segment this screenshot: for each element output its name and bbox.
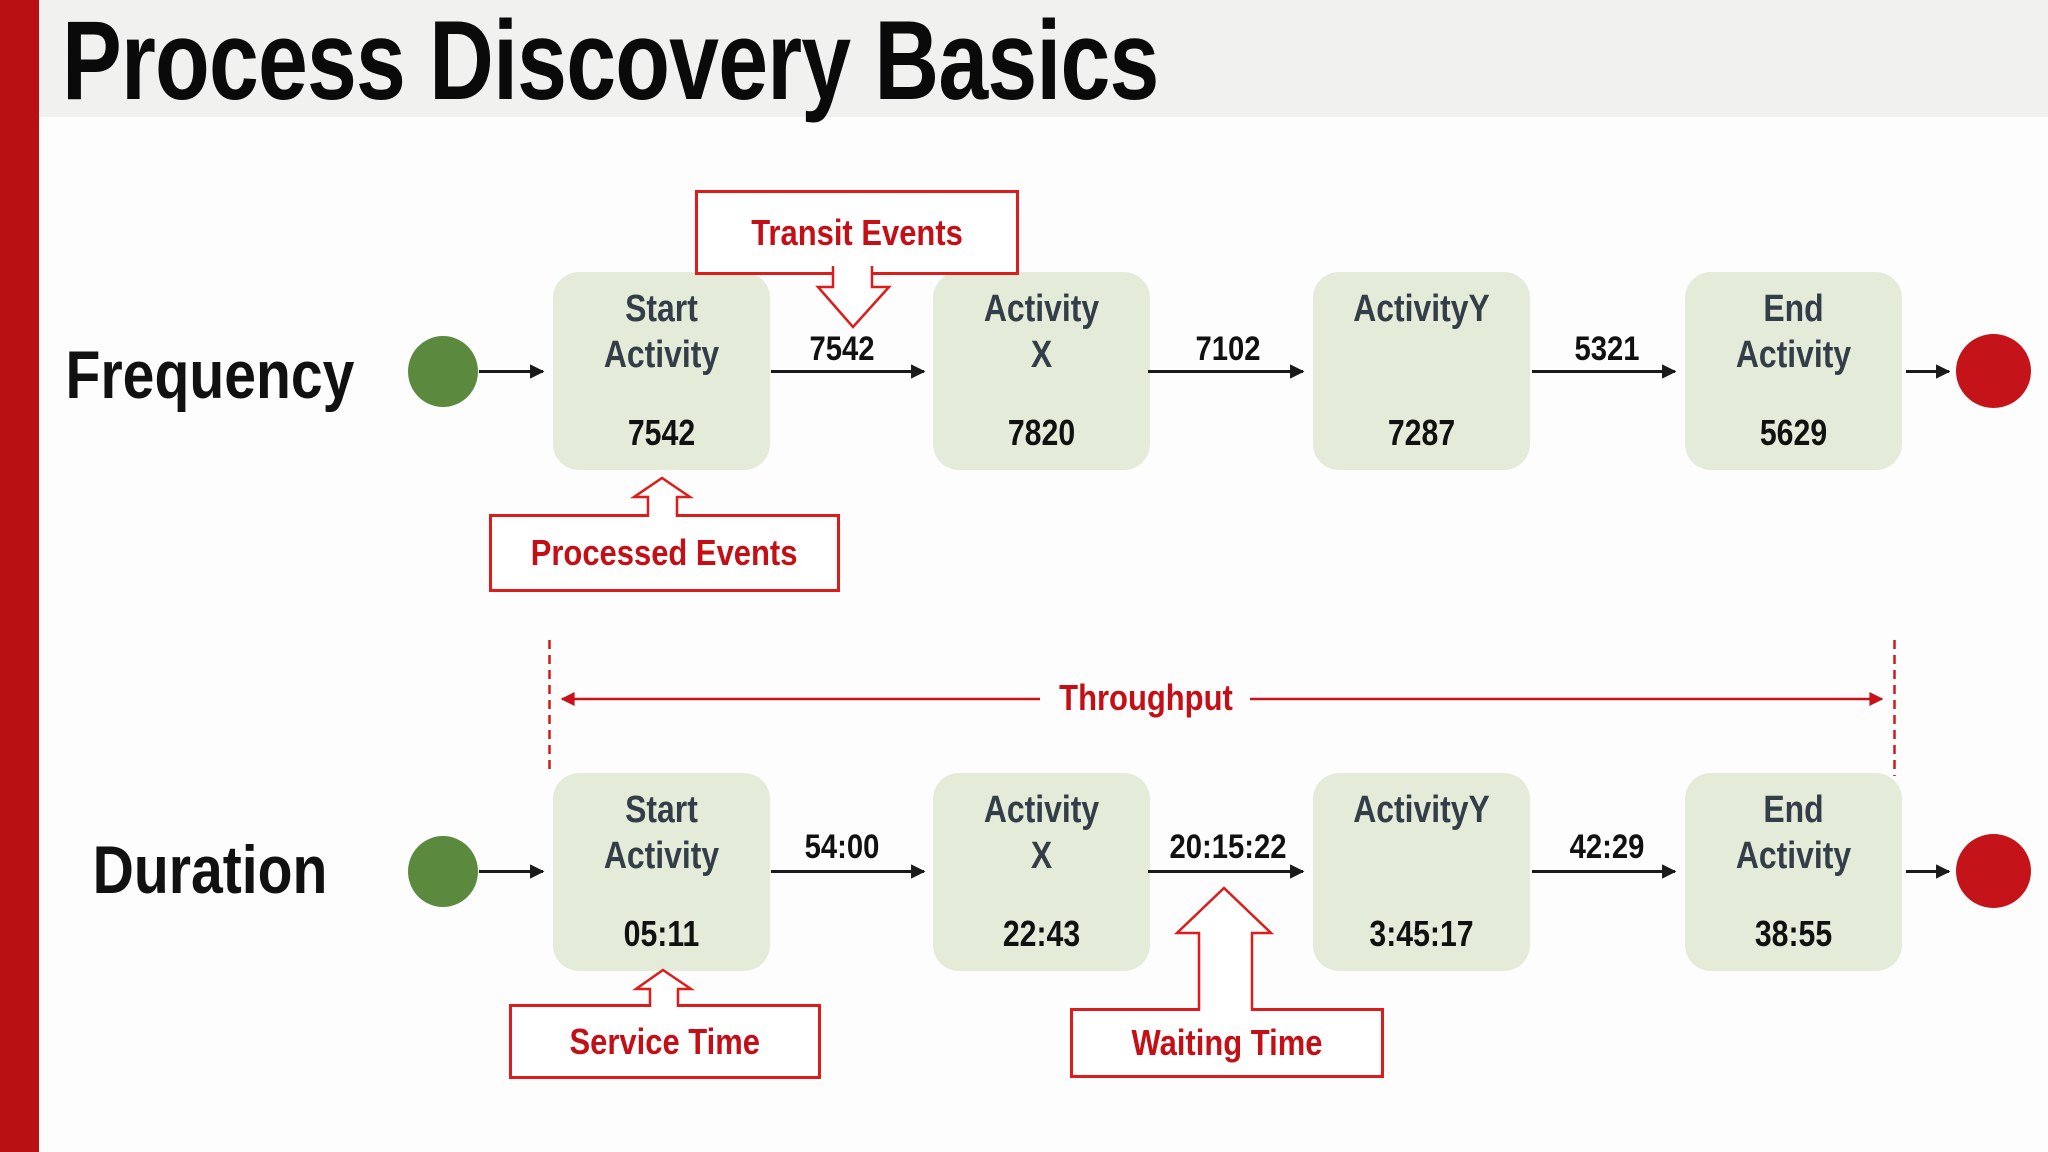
edge-label: 7542 (809, 330, 875, 368)
edge-label: 7102 (1195, 330, 1261, 368)
callout-transit-events: Transit Events (695, 190, 1019, 275)
node-title: Activity X (983, 789, 1100, 877)
node-title: End Activity (1735, 789, 1852, 877)
end-event-circle-duration (1956, 834, 2031, 908)
node-title: ActivityY (1353, 288, 1490, 330)
node-value: 22:43 (1002, 913, 1081, 954)
transit-events-pointer-arrow (815, 266, 892, 329)
node-title: ActivityY (1353, 789, 1490, 831)
node-title: Start Activity (603, 789, 720, 877)
processed-events-pointer-arrow (629, 476, 695, 517)
node-value: 5629 (1759, 412, 1828, 453)
node-value: 7287 (1387, 412, 1456, 453)
callout-service-time: Service Time (509, 1004, 821, 1079)
node-start-activity-duration: Start Activity 05:11 (553, 773, 770, 971)
callout-waiting-time: Waiting Time (1070, 1008, 1384, 1078)
end-event-circle-frequency (1956, 334, 2031, 408)
node-activity-x-frequency: Activity X 7820 (933, 272, 1150, 470)
node-activity-y-frequency: ActivityY 7287 (1313, 272, 1530, 470)
row-label-duration: Duration (92, 832, 328, 908)
node-value: 3:45:17 (1369, 913, 1474, 954)
start-event-circle-frequency (408, 336, 478, 407)
node-start-activity-frequency: Start Activity 7542 (553, 272, 770, 470)
edge-label: 42:29 (1569, 828, 1645, 866)
header-band (0, 0, 2048, 117)
edge-label: 54:00 (804, 828, 880, 866)
node-end-activity-frequency: End Activity 5629 (1685, 272, 1902, 470)
start-event-circle-duration (408, 836, 478, 907)
page-title: Process Discovery Basics (62, 0, 1159, 123)
node-title: End Activity (1735, 288, 1852, 376)
edge-label: 5321 (1574, 330, 1640, 368)
node-value: 7542 (627, 412, 696, 453)
node-title: Activity X (983, 288, 1100, 376)
node-title: Start Activity (603, 288, 720, 376)
left-accent-bar (0, 0, 39, 1152)
node-activity-y-duration: ActivityY 3:45:17 (1313, 773, 1530, 971)
throughput-label: Throughput (1059, 677, 1233, 718)
edge-label: 20:15:22 (1169, 828, 1287, 866)
row-label-frequency: Frequency (65, 337, 355, 413)
service-time-pointer-arrow (632, 968, 696, 1007)
callout-processed-events: Processed Events (489, 514, 840, 592)
node-value: 05:11 (623, 913, 700, 954)
node-activity-x-duration: Activity X 22:43 (933, 773, 1150, 971)
node-value: 38:55 (1754, 913, 1833, 954)
node-end-activity-duration: End Activity 38:55 (1685, 773, 1902, 971)
waiting-time-pointer-arrow (1173, 886, 1275, 1011)
node-value: 7820 (1007, 412, 1076, 453)
